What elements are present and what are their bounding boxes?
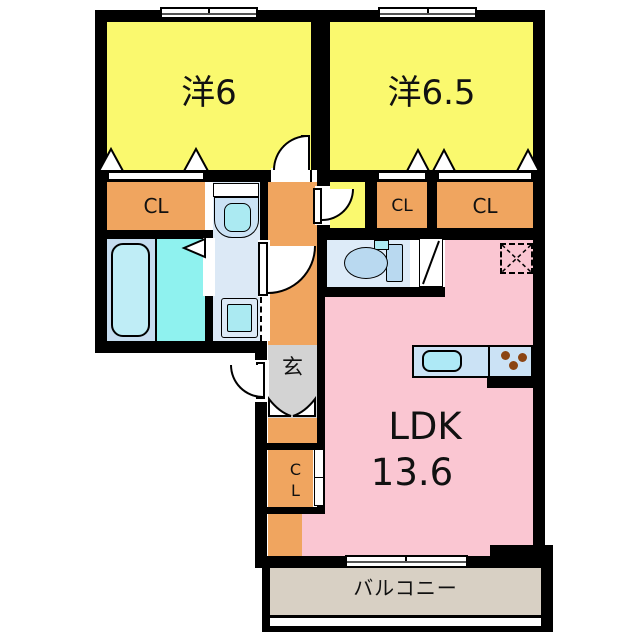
wall bbox=[487, 378, 533, 388]
wall bbox=[262, 626, 553, 632]
window-sash-tick bbox=[426, 8, 429, 14]
washing-machine-pan-inner bbox=[227, 304, 252, 332]
closet-bedroom2-large bbox=[437, 182, 533, 232]
closet-label: CL bbox=[391, 196, 413, 216]
refrigerator-space bbox=[500, 243, 533, 274]
shower-room bbox=[155, 237, 205, 341]
wall bbox=[533, 10, 545, 556]
toilet-door bbox=[419, 238, 443, 287]
window-sash-tick bbox=[405, 556, 408, 562]
toilet-cistern bbox=[374, 240, 389, 250]
closet-label: CL bbox=[472, 194, 498, 218]
washbasin-bowl bbox=[224, 203, 251, 232]
wall bbox=[317, 238, 327, 297]
room-ldk-lower-left bbox=[302, 514, 325, 556]
closet-label: CL bbox=[143, 194, 169, 218]
entrance-label: 玄 bbox=[282, 355, 303, 379]
closet-hall bbox=[268, 450, 313, 507]
closet-bedroom2-small bbox=[377, 182, 427, 232]
room-bedroom1 bbox=[107, 22, 311, 170]
window-sash-tick bbox=[208, 8, 211, 14]
corridor-strip bbox=[268, 418, 317, 443]
kitchen-counter-divider bbox=[488, 345, 490, 378]
closet-hall-door bbox=[314, 477, 324, 506]
balcony-label: バルコニー bbox=[353, 576, 458, 600]
sliding-window-balcony bbox=[345, 555, 468, 568]
wall bbox=[317, 228, 533, 240]
wall bbox=[541, 545, 553, 632]
door-opening bbox=[271, 168, 310, 182]
window-bedroom1 bbox=[160, 7, 258, 19]
stove-burner bbox=[501, 351, 510, 360]
stove-burner bbox=[518, 353, 527, 362]
closet-hall-label: CL bbox=[286, 460, 305, 502]
wall bbox=[311, 22, 330, 170]
closet-door-track bbox=[107, 171, 205, 181]
washroom-cabinet bbox=[213, 183, 259, 197]
entrance-door-swing-arc bbox=[230, 365, 263, 398]
room-ldk-upper bbox=[445, 240, 533, 297]
wall bbox=[317, 287, 445, 297]
bathtub bbox=[111, 243, 150, 337]
wall bbox=[317, 297, 325, 514]
closet-door-track bbox=[437, 171, 533, 181]
room-label-bedroom1: 洋6 bbox=[181, 73, 237, 113]
kitchen-sink bbox=[422, 350, 462, 372]
open-passage bbox=[260, 297, 270, 341]
balcony bbox=[270, 568, 541, 615]
door-leaf bbox=[313, 188, 322, 224]
wall bbox=[427, 170, 437, 232]
room-label-bedroom2: 洋6.5 bbox=[387, 73, 476, 113]
wall bbox=[95, 341, 267, 353]
ldk-label: LDK bbox=[388, 405, 462, 448]
door-leaf bbox=[258, 242, 268, 296]
toilet-bowl bbox=[344, 247, 388, 279]
wall bbox=[103, 230, 213, 239]
room-bedroom2 bbox=[330, 22, 533, 170]
wall bbox=[365, 170, 377, 232]
refrigerator-space-cross bbox=[502, 245, 531, 272]
stove-burner bbox=[509, 361, 518, 370]
closet-bedroom1 bbox=[107, 182, 205, 232]
ldk-area-label: 13.6 bbox=[370, 451, 454, 494]
wall bbox=[255, 443, 325, 450]
door-opening bbox=[203, 238, 215, 296]
corridor-block bbox=[268, 514, 302, 556]
wall bbox=[490, 545, 545, 568]
wall bbox=[262, 568, 270, 632]
wall bbox=[262, 615, 553, 618]
wall bbox=[255, 507, 325, 514]
window-bedroom2 bbox=[378, 7, 477, 19]
closet-door-track bbox=[377, 171, 427, 181]
room-ldk-main bbox=[325, 297, 533, 556]
